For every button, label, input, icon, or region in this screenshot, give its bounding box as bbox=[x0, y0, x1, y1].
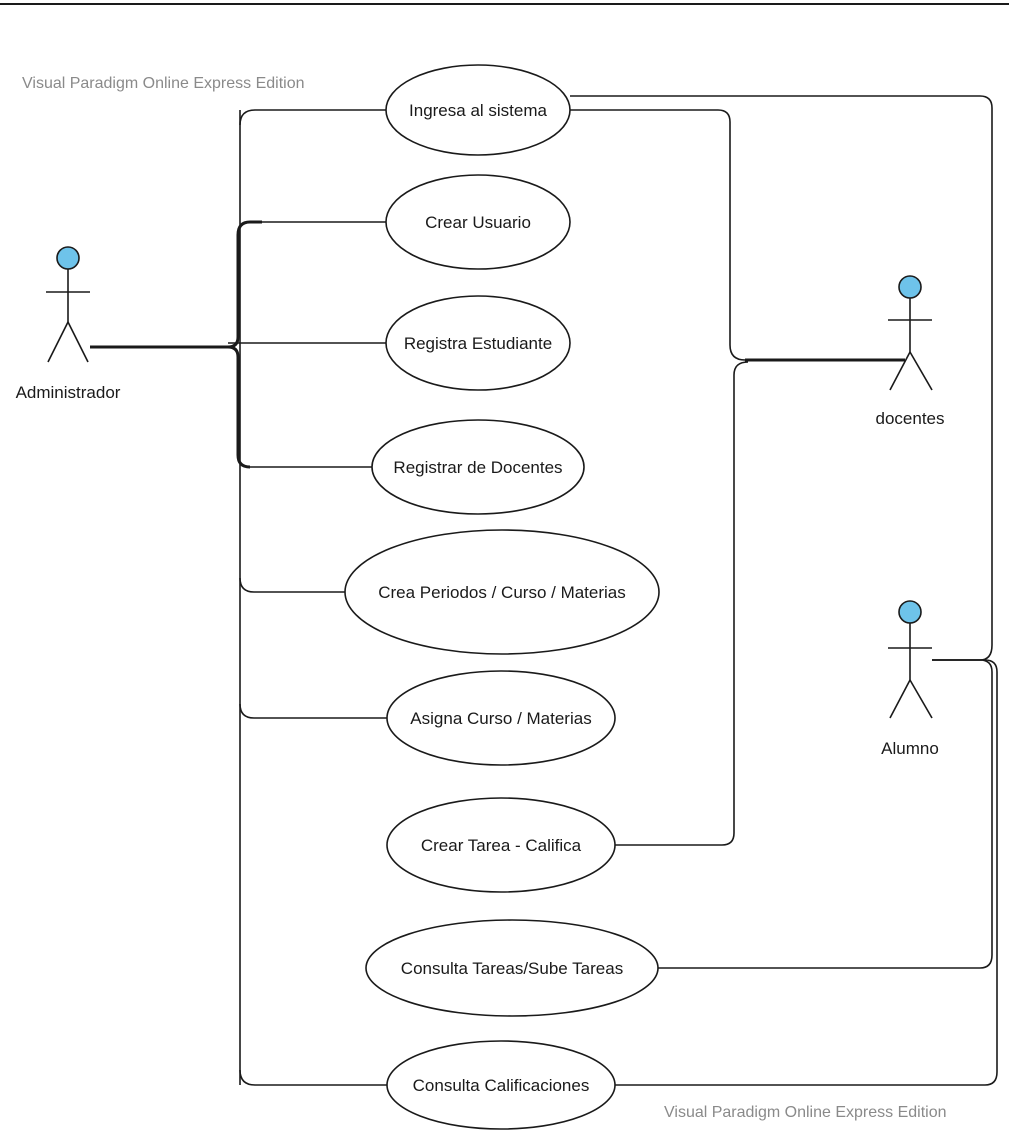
assoc-alumno-ingresa[interactable] bbox=[570, 95, 993, 661]
use-case-consulta-calificaciones[interactable]: Consulta Calificaciones bbox=[386, 1040, 616, 1130]
assoc-admin-consulta-calificaciones[interactable] bbox=[239, 1069, 387, 1086]
actor-head-icon bbox=[898, 275, 922, 299]
assoc-admin-asigna-curso[interactable] bbox=[239, 703, 387, 719]
actor-label: Alumno bbox=[881, 739, 939, 758]
use-case-crear-usuario[interactable]: Crear Usuario bbox=[385, 174, 571, 270]
use-case-crea-periodos[interactable]: Crea Periodos / Curso / Materias bbox=[344, 529, 660, 655]
watermark-top: Visual Paradigm Online Express Edition bbox=[22, 75, 305, 92]
use-case-label: Registrar de Docentes bbox=[393, 458, 562, 477]
actor-body-icon bbox=[888, 623, 933, 719]
use-case-consulta-tareas[interactable]: Consulta Tareas/Sube Tareas bbox=[365, 919, 659, 1017]
use-case-label: Consulta Calificaciones bbox=[413, 1076, 590, 1095]
actor-head-icon bbox=[56, 246, 80, 270]
actor-label: Administrador bbox=[16, 383, 121, 402]
assoc-docentes-ingresa[interactable] bbox=[570, 109, 746, 361]
use-case-label: Asigna Curso / Materias bbox=[410, 709, 591, 728]
use-case-label: Crea Periodos / Curso / Materias bbox=[378, 583, 626, 602]
use-case-label: Crear Usuario bbox=[425, 213, 531, 232]
actor-administrador[interactable]: Administrador bbox=[16, 246, 121, 402]
actor-alumno[interactable]: Alumno bbox=[881, 600, 939, 758]
use-case-asigna-curso[interactable]: Asigna Curso / Materias bbox=[386, 670, 616, 766]
use-case-crear-tarea[interactable]: Crear Tarea - Califica bbox=[386, 797, 616, 893]
use-case-label: Consulta Tareas/Sube Tareas bbox=[401, 959, 623, 978]
assoc-admin-crea-periodos[interactable] bbox=[239, 577, 345, 593]
assoc-admin-trunk-bold[interactable] bbox=[227, 220, 262, 349]
use-case-registra-estudiante[interactable]: Registra Estudiante bbox=[385, 295, 571, 391]
assoc-admin-trunk-bold-down[interactable] bbox=[227, 345, 251, 469]
watermark-bottom: Visual Paradigm Online Express Edition bbox=[664, 1104, 947, 1121]
use-case-label: Registra Estudiante bbox=[404, 334, 552, 353]
use-case-registrar-docentes[interactable]: Registrar de Docentes bbox=[371, 419, 585, 515]
assoc-alumno-consulta-calificaciones[interactable] bbox=[615, 659, 998, 1086]
actor-docentes[interactable]: docentes bbox=[876, 275, 945, 428]
use-case-label: Ingresa al sistema bbox=[409, 101, 547, 120]
use-case-label: Crear Tarea - Califica bbox=[421, 836, 582, 855]
use-case-ingresa[interactable]: Ingresa al sistema bbox=[385, 64, 571, 156]
assoc-admin-ingresa[interactable] bbox=[239, 109, 387, 126]
assoc-alumno-consulta-tareas[interactable] bbox=[658, 659, 993, 969]
assoc-docentes-crear-tarea[interactable] bbox=[615, 361, 749, 846]
actor-label: docentes bbox=[876, 409, 945, 428]
actor-head-icon bbox=[898, 600, 922, 624]
actor-body-icon bbox=[888, 298, 933, 391]
actor-body-icon bbox=[46, 269, 90, 363]
